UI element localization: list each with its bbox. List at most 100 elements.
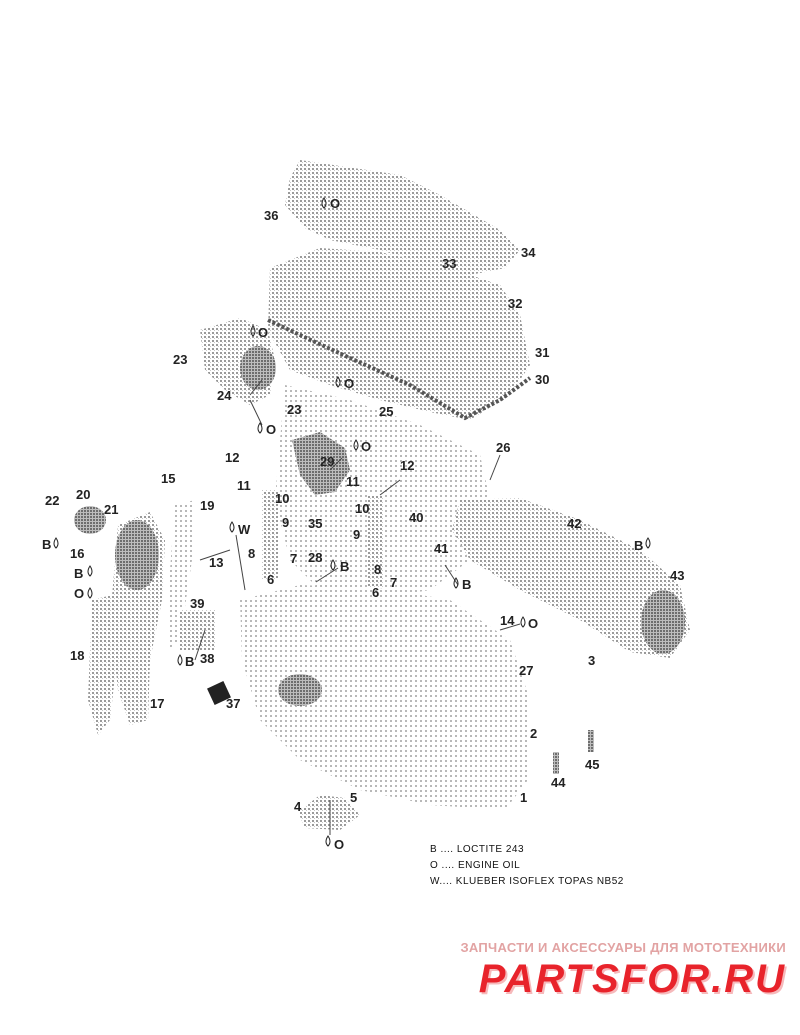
callout-1: 1 [520,790,527,805]
callout-40: 40 [409,510,423,525]
timing-sprocket-15 [115,520,159,590]
callout-36: 36 [264,208,278,223]
chain-tensioner-19 [168,500,195,650]
symbol-oil: O [334,837,344,852]
part-37 [207,681,231,705]
callout-8-right: 8 [374,562,381,577]
drop-icon [177,654,183,666]
lubricant-symbols: O O O O O O W B B O B B B B O O [42,196,651,852]
callout-17: 17 [150,696,164,711]
callout-19: 19 [200,498,214,513]
drop-icon [520,616,526,628]
callout-10-left: 10 [275,491,289,506]
part-39 [180,610,215,650]
callout-14: 14 [500,613,515,628]
symbol-oil: O [344,376,354,391]
valve-part-40 [390,510,430,580]
symbol-loctite: B [340,559,349,574]
chain-guide-18 [88,595,118,735]
drop-icon [645,537,651,549]
callout-25: 25 [379,404,393,419]
callout-3: 3 [588,653,595,668]
callout-27: 27 [519,663,533,678]
callout-6-left: 6 [267,572,274,587]
callout-23-upper: 23 [173,352,187,367]
crankcase-bore [278,674,322,706]
watermark-logo: PARTSFOR.RU [478,957,786,1001]
watermark-tagline: ЗАПЧАСТИ И АКСЕССУАРЫ ДЛЯ МОТОТЕХНИКИ [460,940,786,955]
symbol-loctite: B [634,538,643,553]
callout-11-left: 11 [237,478,251,493]
callout-7-left: 7 [290,551,297,566]
legend-engine-oil: O .... ENGINE OIL [430,860,521,871]
lubricant-legend: B .... LOCTITE 243 O .... ENGINE OIL W..… [430,842,624,890]
callout-24: 24 [217,388,232,403]
callout-10-right: 10 [355,501,369,516]
drop-icon [321,197,327,209]
watermark: ЗАПЧАСТИ И АКСЕССУАРЫ ДЛЯ МОТОТЕХНИКИ PA… [460,940,786,1002]
callout-9-right: 9 [353,527,360,542]
callout-39: 39 [190,596,204,611]
drop-icon [335,376,341,388]
valve-stack-right [368,495,384,590]
callout-16: 16 [70,546,84,561]
drop-icon [87,587,93,599]
callout-32: 32 [508,296,522,311]
callout-29: 29 [320,454,334,469]
legend-klueber: W.... KLUEBER ISOFLEX TOPAS NB52 [430,876,624,887]
symbol-loctite: B [462,577,471,592]
symbol-oil: O [258,325,268,340]
callout-15: 15 [161,471,175,486]
part-4-5 [298,795,360,830]
sprocket-20 [74,506,106,534]
drop-icon [87,565,93,577]
callout-7-right: 7 [390,575,397,590]
exhaust-outlet [641,590,685,654]
intake-port [240,346,276,390]
callout-12-left: 12 [225,450,239,465]
callout-38: 38 [200,651,214,666]
callout-45: 45 [585,757,599,772]
leader-lines [194,379,521,835]
camshaft-carrier [285,160,520,275]
callout-26: 26 [496,440,510,455]
symbol-loctite: B [42,537,51,552]
drop-icon [453,577,459,589]
drop-icon [330,559,336,571]
exhaust-pipe [452,498,690,658]
callout-35: 35 [308,516,322,531]
symbol-oil: O [74,586,84,601]
callout-20: 20 [76,487,90,502]
cylinder-head-cover [268,248,530,420]
symbol-oil: O [361,439,371,454]
drop-icon [53,537,59,549]
bolt-45 [588,730,594,752]
symbol-oil: O [330,196,340,211]
symbol-oil: O [528,616,538,631]
callout-41: 41 [434,541,448,556]
symbol-loctite: B [185,654,194,669]
symbol-klueber: W [238,522,251,537]
drop-icon [325,835,331,847]
callout-8-left: 8 [248,546,255,561]
callout-4: 4 [294,799,302,814]
bolt-44 [553,752,559,774]
callout-6-right: 6 [372,585,379,600]
symbol-loctite: B [74,566,83,581]
drop-icon [250,325,256,337]
callout-18: 18 [70,648,84,663]
callout-9-left: 9 [282,515,289,530]
drop-icon [229,521,235,533]
callout-34: 34 [521,245,536,260]
callout-13: 13 [209,555,223,570]
drop-icon [257,422,263,434]
valve-stack-left [262,490,278,580]
crankcase [240,585,530,810]
callout-43: 43 [670,568,684,583]
callout-numbers: 36 34 33 32 31 30 23 24 23 25 26 29 12 1… [45,208,684,814]
callout-2: 2 [530,726,537,741]
valve-part-29 [292,432,350,495]
callout-5: 5 [350,790,357,805]
callout-22: 22 [45,493,59,508]
callout-11-right: 11 [346,474,360,489]
